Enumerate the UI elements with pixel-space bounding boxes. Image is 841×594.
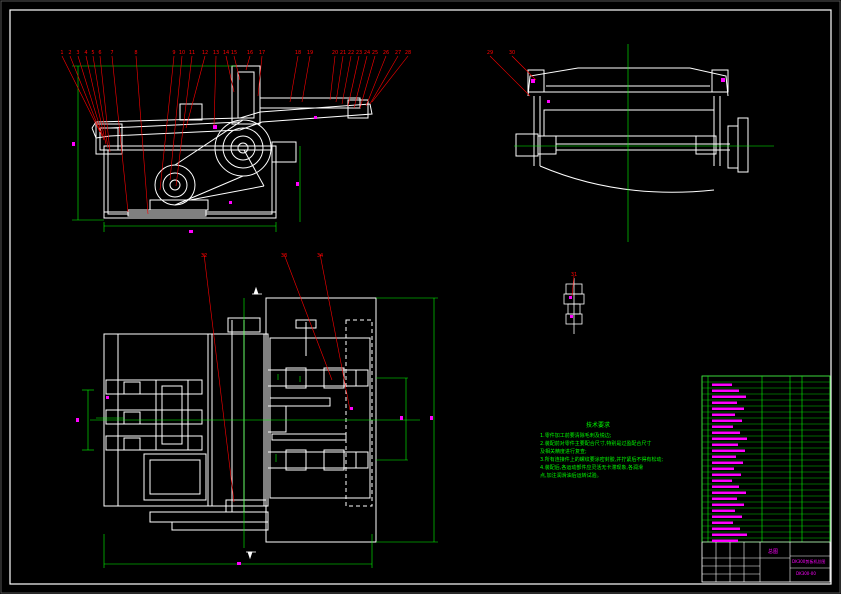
- parts-list-entry-mark: [712, 491, 746, 494]
- section-arrow-markers: [246, 286, 262, 560]
- callout-label: 14: [223, 50, 229, 56]
- drawing-frame: [9, 9, 832, 585]
- parts-list-entry-mark: [712, 437, 747, 440]
- side-view: [514, 67, 774, 193]
- parts-list-entry-mark: [712, 425, 733, 428]
- parts-list-entry-mark: [712, 485, 739, 488]
- side-view-leaders: [489, 55, 537, 97]
- callout-label: 22: [348, 50, 354, 56]
- parts-list-entry-mark: [712, 431, 740, 434]
- plan-view-centerlines: [82, 297, 438, 568]
- callout-label: 34: [317, 253, 323, 259]
- callout-label: 2: [68, 50, 71, 56]
- callout-label: 4: [84, 50, 87, 56]
- product-name: DK300剪板机总图: [792, 559, 826, 564]
- parts-list-entry-mark: [712, 449, 745, 452]
- technical-note-item: 2.装配前对零件主要配合尺寸,特别是过盈配合尺寸: [540, 441, 652, 447]
- parts-list-entry-mark: [712, 473, 741, 476]
- callout-label: 1: [60, 50, 63, 56]
- parts-list-entry-mark: [712, 461, 743, 464]
- parts-list-entry-mark: [712, 395, 746, 398]
- callout-label: 16: [247, 50, 253, 56]
- callout-label: 12: [202, 50, 208, 56]
- callout-label: 33: [281, 253, 287, 259]
- callout-label: 25: [372, 50, 378, 56]
- technical-notes-list: 1.零件加工前要清除毛刺及锐边; 2.装配前对零件主要配合尺寸,特别是过盈配合尺…: [540, 432, 690, 480]
- parts-list-entry-mark: [712, 383, 732, 386]
- parts-list-entry-mark: [712, 413, 735, 416]
- parts-list-entry-mark: [712, 479, 732, 482]
- callout-label: 8: [134, 50, 137, 56]
- parts-list-entry-mark: [712, 401, 737, 404]
- callout-label: 19: [307, 50, 313, 56]
- callout-label: 15: [231, 50, 237, 56]
- technical-note-item: 1.零件加工前要清除毛刺及锐边;: [540, 433, 612, 439]
- callout-label: 21: [340, 50, 346, 56]
- technical-note-item: 4.装配后,各运动部件应灵活无卡滞现象,各润滑: [540, 465, 643, 471]
- detail-hatch: [569, 296, 573, 318]
- parts-list-entry-mark: [712, 527, 740, 530]
- callout-label: 24: [364, 50, 370, 56]
- parts-list-entry-mark: [712, 533, 747, 536]
- callout-label: 28: [405, 50, 411, 56]
- front-view-hatch-marks: [72, 116, 317, 233]
- plan-view-leaders: [203, 253, 351, 503]
- plan-view-hatch-marks: [76, 396, 433, 565]
- front-view: [91, 65, 373, 219]
- parts-list-entry-mark: [712, 515, 742, 518]
- technical-notes-title: 技术要求: [586, 422, 611, 429]
- callout-label: 30: [509, 50, 515, 56]
- callout-label: 18: [295, 50, 301, 56]
- parts-list-entry-mark: [712, 467, 734, 470]
- callout-label: 10: [179, 50, 185, 56]
- technical-note-item: 点,加注润滑油后运转试验。: [540, 473, 602, 479]
- parts-list-entry-mark: [712, 509, 735, 512]
- drawing-name: 总图: [768, 549, 779, 555]
- callout-label: 27: [395, 50, 401, 56]
- callout-label: 11: [189, 50, 195, 56]
- detail-leader: [571, 275, 575, 297]
- parts-list-entry-mark: [712, 389, 739, 392]
- title-block-rows: [702, 381, 830, 542]
- parts-list-entry-mark: [712, 443, 738, 446]
- parts-list-entry-mark: [712, 539, 738, 542]
- front-view-dimensions: [72, 65, 301, 232]
- title-block: [701, 375, 831, 583]
- callout-label: 23: [356, 50, 362, 56]
- parts-list-entry-mark: [712, 503, 744, 506]
- technical-note-item: 3.所有连接件上的螺纹要涂密封胶,并拧紧后不得有松动;: [540, 457, 664, 463]
- parts-list-entry-mark: [712, 407, 744, 410]
- parts-list-entry-mark: [712, 521, 733, 524]
- parts-list-entry-mark: [712, 419, 742, 422]
- callout-label: 3: [76, 50, 79, 56]
- callout-label: 26: [383, 50, 389, 56]
- callout-label: 5: [91, 50, 94, 56]
- callout-label: 31: [571, 272, 577, 278]
- callout-label: 29: [487, 50, 493, 56]
- callout-label: 17: [259, 50, 265, 56]
- callout-label: 9: [172, 50, 175, 56]
- parts-list-entry-mark: [712, 497, 737, 500]
- callout-label: 20: [332, 50, 338, 56]
- callout-label: 13: [213, 50, 219, 56]
- callout-label: 7: [110, 50, 113, 56]
- parts-list-entry-mark: [712, 455, 736, 458]
- callout-label: 32: [201, 253, 207, 259]
- callout-label: 6: [98, 50, 101, 56]
- technical-note-item: 及相关精度进行复查;: [540, 449, 587, 455]
- drawing-number: DK300-00: [796, 571, 816, 576]
- front-view-leaders: [61, 55, 409, 215]
- side-view-hatch-marks: [531, 78, 725, 103]
- detail-view: [563, 278, 585, 334]
